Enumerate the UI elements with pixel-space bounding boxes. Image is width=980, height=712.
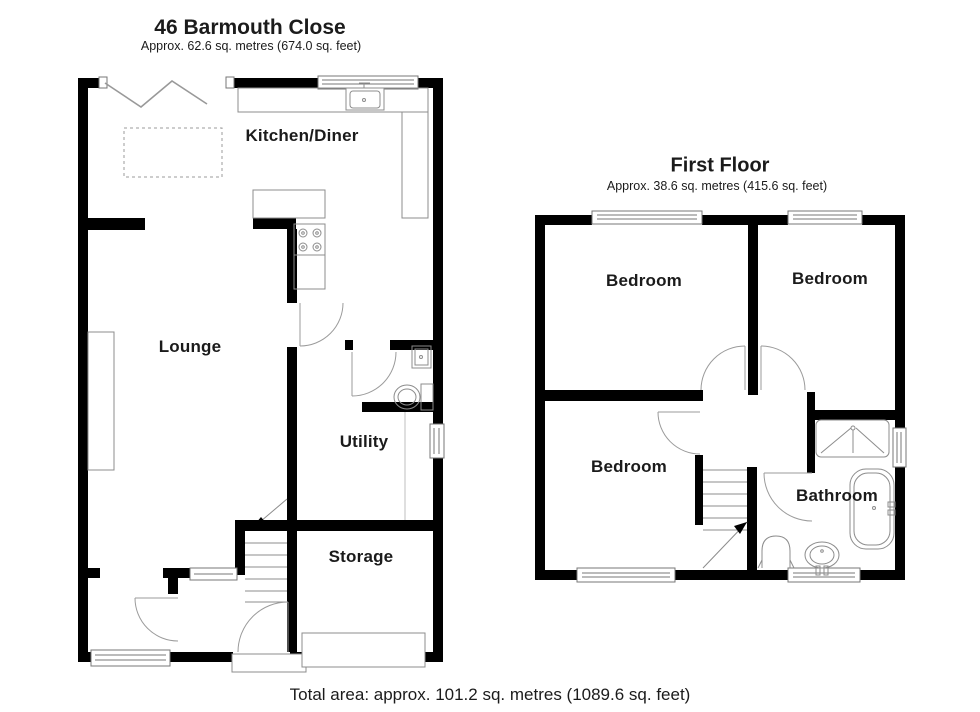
room-label-bathroom: Bathroom — [796, 486, 878, 505]
basin-icon — [804, 541, 840, 576]
window-symbol — [787, 210, 863, 225]
door-jamb — [98, 76, 108, 89]
bathtub-icon — [849, 468, 896, 550]
stair-arrow-icon — [734, 522, 747, 534]
zigzag-opening-icon — [104, 80, 208, 108]
room-label-storage: Storage — [328, 547, 394, 566]
door-swing — [760, 345, 806, 391]
kitchen-sink-icon — [345, 82, 385, 111]
first-outer-walls — [535, 215, 905, 580]
room-label-kitchen-diner: Kitchen/Diner — [245, 126, 359, 145]
wc-toilet-icon — [393, 383, 434, 411]
front-door-swing — [237, 601, 289, 653]
door-swing — [763, 472, 813, 522]
stair-arrow-icon — [251, 517, 266, 529]
ground-floor-title: 46 Barmouth Close — [154, 16, 346, 39]
hob-icon — [293, 223, 326, 256]
total-area-caption: Total area: approx. 101.2 sq. metres (10… — [289, 685, 691, 704]
room-label-bedroom-1: Bedroom — [605, 271, 683, 290]
window-symbol — [576, 567, 676, 583]
porch-step — [231, 653, 307, 673]
room-label-bedroom-2: Bedroom — [791, 269, 869, 288]
ground-doors — [134, 302, 397, 653]
kitchen-counter — [237, 87, 429, 290]
dining-table — [123, 127, 223, 178]
first-stairs — [702, 469, 748, 569]
first-floor-plan — [535, 210, 907, 583]
door-swing — [351, 351, 397, 397]
shower-icon — [815, 419, 890, 458]
wc-basin-icon — [411, 345, 432, 369]
first-floor-subtitle: Approx. 38.6 sq. metres (415.6 sq. feet) — [606, 179, 828, 193]
room-label-lounge: Lounge — [158, 337, 222, 356]
ground-windows — [90, 75, 445, 667]
door-swing — [657, 411, 701, 455]
glazed-screen — [189, 567, 238, 581]
window-symbol — [90, 649, 171, 667]
door-jamb — [225, 76, 235, 89]
first-inner-walls — [545, 225, 895, 580]
ground-inner-walls — [83, 218, 443, 652]
first-windows — [576, 210, 907, 583]
room-label-bedroom-3: Bedroom — [590, 457, 668, 476]
door-swing — [134, 597, 179, 642]
window-symbol — [892, 427, 907, 468]
chimney-breast — [87, 331, 115, 471]
ground-floor-plan — [78, 75, 445, 673]
ground-stairs — [245, 498, 288, 603]
window-symbol — [591, 210, 703, 225]
first-floor-title: First Floor — [670, 154, 770, 177]
first-doors — [657, 345, 813, 522]
room-label-utility: Utility — [339, 432, 389, 451]
ground-floor-subtitle: Approx. 62.6 sq. metres (674.0 sq. feet) — [140, 39, 362, 53]
toilet-icon — [757, 535, 795, 569]
ground-outer-walls — [78, 78, 443, 662]
door-swing — [299, 302, 344, 347]
storage-door — [301, 632, 426, 668]
window-symbol — [429, 423, 445, 459]
door-swing — [700, 345, 746, 391]
